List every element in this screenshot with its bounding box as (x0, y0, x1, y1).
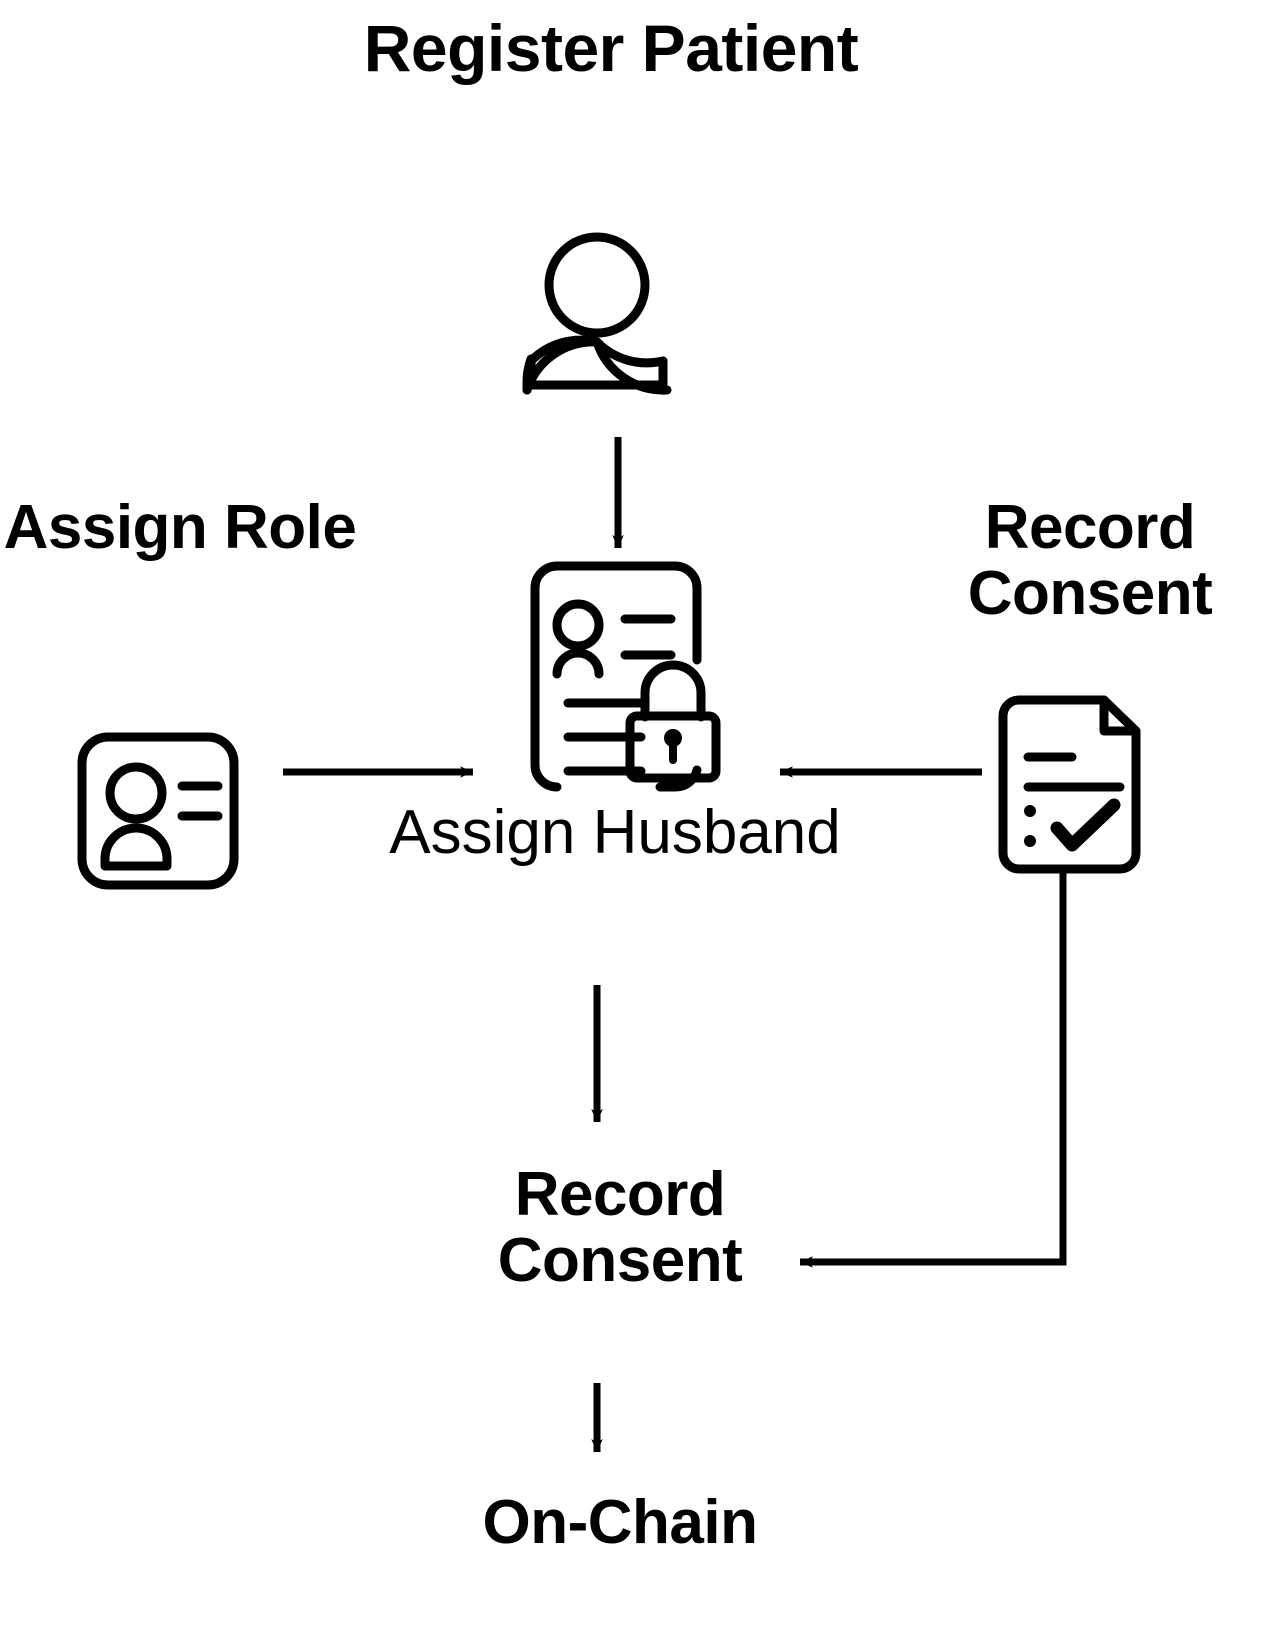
node-label-assign-role: Assign Role (3, 493, 357, 562)
edge-consentdoc-to-consent (799, 872, 1067, 1268)
node-label-on-chain: On-Chain (482, 1488, 758, 1557)
node-label-record-consent-bottom: Record Consent (497, 1160, 743, 1295)
person-icon (522, 232, 672, 395)
node-label-record-consent-top: Record Consent (967, 493, 1213, 628)
node-label-register-patient: Register Patient (363, 11, 859, 85)
lock-icon (625, 660, 721, 783)
consent-document-icon (998, 695, 1141, 874)
node-label-assign-husband: Assign Husband (389, 798, 841, 867)
id-badge-icon (77, 732, 239, 890)
